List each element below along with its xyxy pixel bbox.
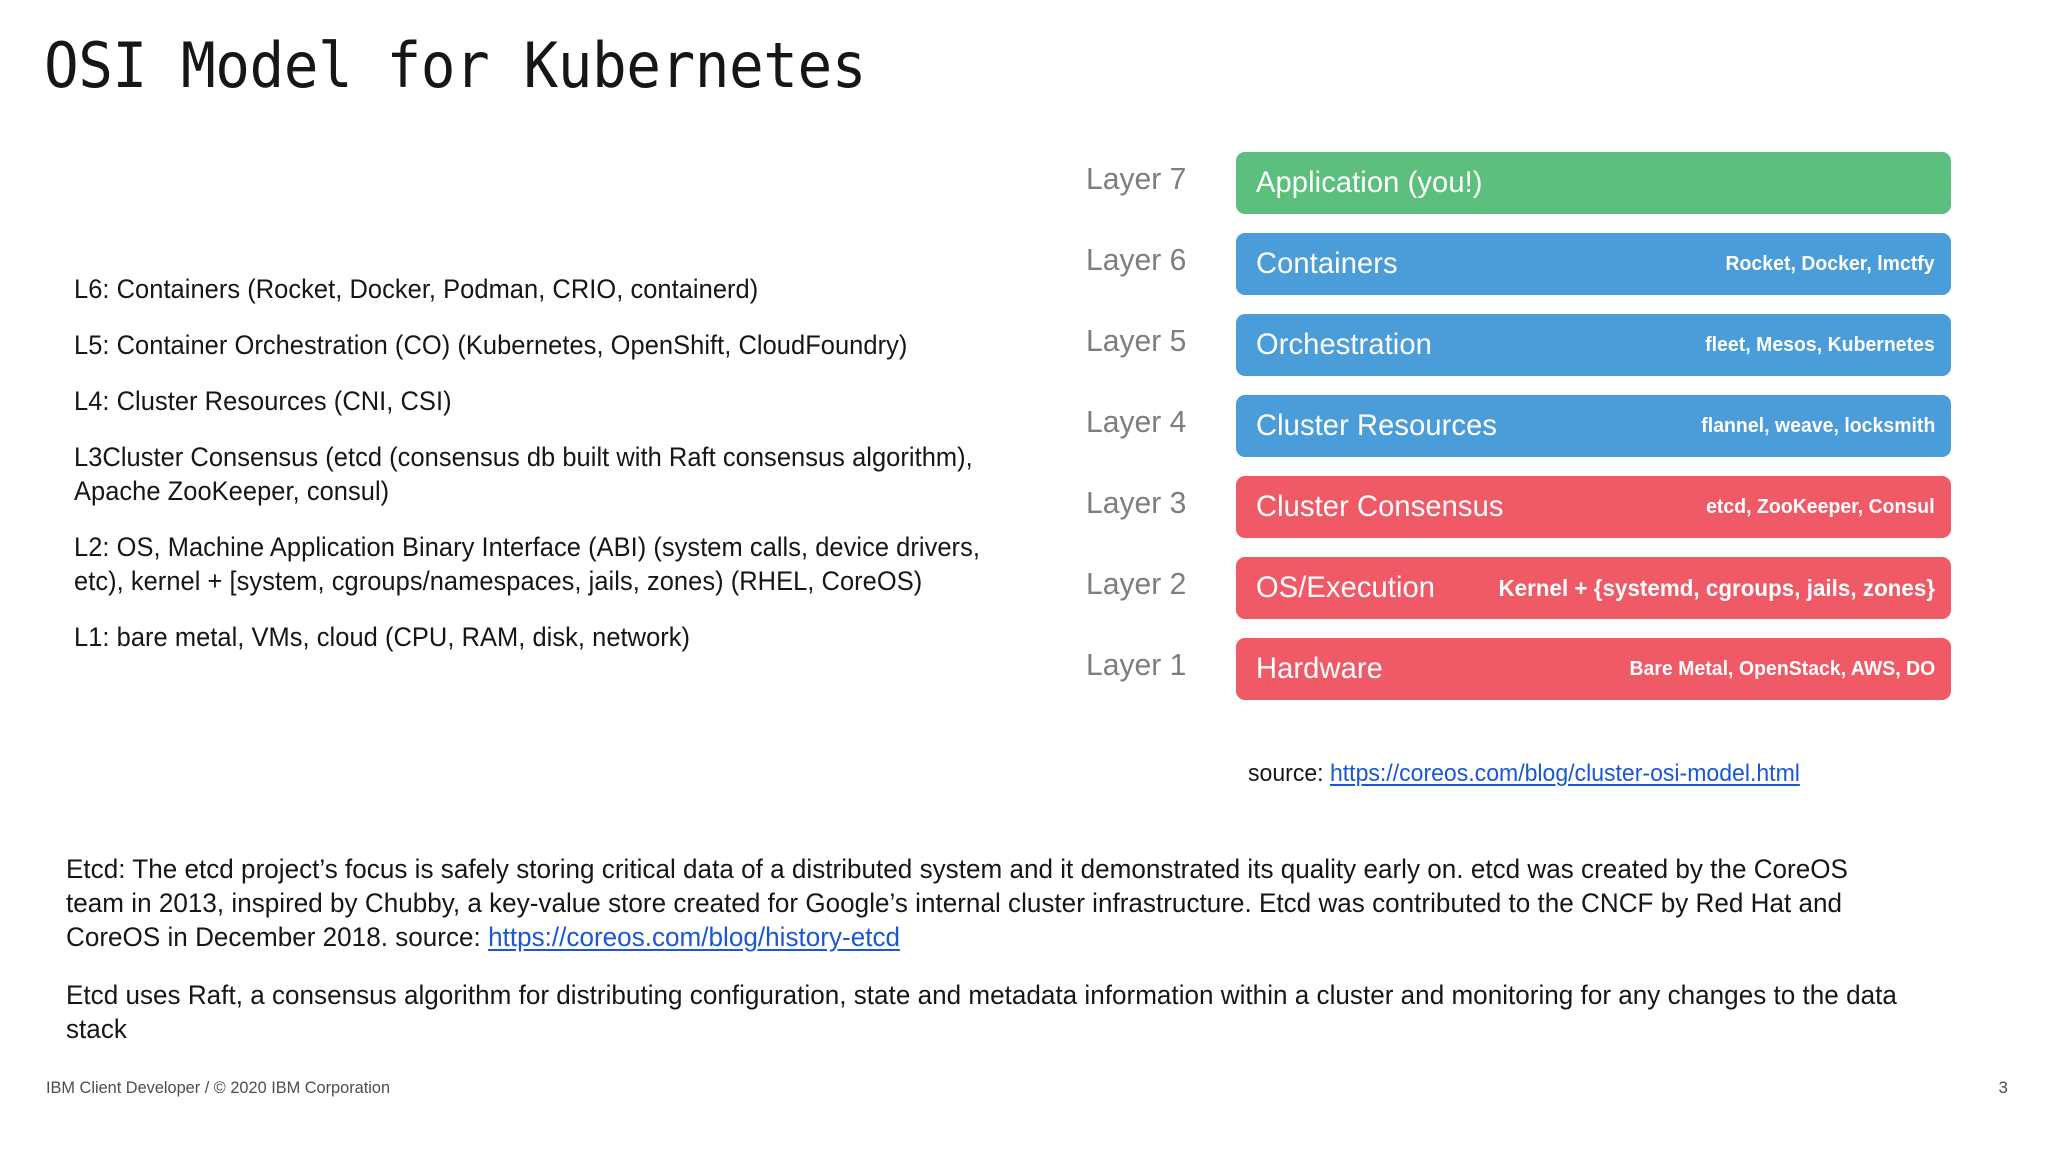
layer-bar-6[interactable]: Containers Rocket, Docker, lmctfy [1236,233,1951,295]
layer-row: Layer 7 Application (you!) [1086,143,1966,224]
layer-row: Layer 3 Cluster Consensus etcd, ZooKeepe… [1086,467,1966,548]
list-item: L4: Cluster Resources (CNI, CSI) [74,386,452,416]
layer-bar-title: Containers [1256,247,1398,280]
layer-number-label: Layer 4 [1086,404,1187,439]
layer-bar-3[interactable]: Cluster Consensus etcd, ZooKeeper, Consu… [1236,476,1951,538]
footer-page-number: 3 [1998,1078,2008,1097]
layer-row: Layer 5 Orchestration fleet, Mesos, Kube… [1086,305,1966,386]
layer-bar-5[interactable]: Orchestration fleet, Mesos, Kubernetes [1236,314,1951,376]
layer-bar-tech: Kernel + {systemd, cgroups, jails, zones… [1498,574,1935,601]
list-item: L1: bare metal, VMs, cloud (CPU, RAM, di… [74,622,691,652]
list-item: L5: Container Orchestration (CO) (Kubern… [74,330,908,360]
layer-bar-7[interactable]: Application (you!) [1236,152,1951,214]
etcd-history-paragraph: Etcd: The etcd project’s focus is safely… [66,852,1909,954]
etcd-history-text: Etcd: The etcd project’s focus is safely… [66,854,1848,952]
layer-bar-4[interactable]: Cluster Resources flannel, weave, locksm… [1236,395,1951,457]
layer-row: Layer 1 Hardware Bare Metal, OpenStack, … [1086,629,1966,710]
layer-bar-title: Application (you!) [1256,166,1483,199]
layer-bar-tech: flannel, weave, locksmith [1700,414,1935,437]
layer-row: Layer 6 Containers Rocket, Docker, lmctf… [1086,224,1966,305]
etcd-history-link[interactable]: https://coreos.com/blog/history-etcd [488,922,901,952]
layer-bar-title: Orchestration [1256,328,1432,361]
layer-bar-tech: etcd, ZooKeeper, Consul [1706,495,1935,518]
layer-bar-tech: Bare Metal, OpenStack, AWS, DO [1629,657,1935,680]
layer-number-label: Layer 7 [1086,161,1187,196]
source-label: source: [1248,760,1330,787]
layer-number-label: Layer 5 [1086,323,1187,358]
layer-bar-title: OS/Execution [1256,571,1436,604]
layer-bar-title: Cluster Resources [1256,409,1497,442]
layer-bar-tech: fleet, Mesos, Kubernetes [1705,333,1935,356]
diagram-source-link[interactable]: https://coreos.com/blog/cluster-osi-mode… [1329,760,1800,787]
etcd-raft-paragraph: Etcd uses Raft, a consensus algorithm fo… [66,980,1897,1044]
layer-row: Layer 4 Cluster Resources flannel, weave… [1086,386,1966,467]
layer-description-list: L6: Containers (Rocket, Docker, Podman, … [74,272,1034,654]
layer-number-label: Layer 6 [1086,242,1187,277]
layer-bar-1[interactable]: Hardware Bare Metal, OpenStack, AWS, DO [1236,638,1951,700]
layer-row: Layer 2 OS/Execution Kernel + {systemd, … [1086,548,1966,629]
layer-bar-tech: Rocket, Docker, lmctfy [1725,252,1935,275]
page-title: OSI Model for Kubernetes [44,29,866,102]
layer-number-label: Layer 2 [1086,566,1187,601]
footer-copyright: IBM Client Developer / © 2020 IBM Corpor… [46,1078,391,1097]
diagram-source-line: source: https://coreos.com/blog/cluster-… [1248,759,1800,789]
layer-number-label: Layer 1 [1086,647,1187,682]
osi-layer-stack: Layer 7 Application (you!) Layer 6 Conta… [1086,143,1966,710]
notes-block: Etcd: The etcd project’s focus is safely… [66,852,1976,1046]
layer-bar-2[interactable]: OS/Execution Kernel + {systemd, cgroups,… [1236,557,1951,619]
layer-bar-title: Hardware [1256,652,1383,685]
list-item: L3Cluster Consensus (etcd (consensus db … [74,442,973,506]
list-item: L6: Containers (Rocket, Docker, Podman, … [74,274,759,304]
layer-bar-title: Cluster Consensus [1256,490,1504,523]
list-item: L2: OS, Machine Application Binary Inter… [74,532,980,596]
layer-number-label: Layer 3 [1086,485,1187,520]
